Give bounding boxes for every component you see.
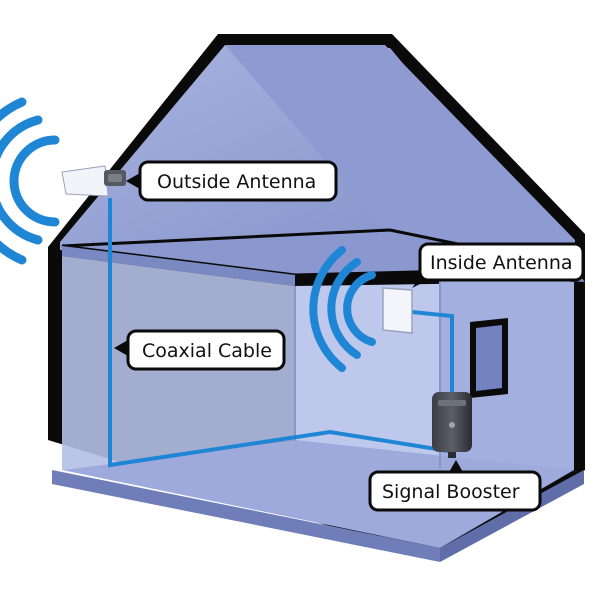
cable-run-inside-antenna — [411, 310, 454, 392]
callout-signal-booster: Signal Booster — [368, 460, 542, 512]
panel-antenna-icon — [61, 165, 126, 197]
dome-antenna-icon — [382, 287, 413, 334]
label-coaxial-cable: Coaxial Cable — [142, 340, 272, 362]
ceiling-slab-edge — [62, 246, 295, 286]
window — [470, 318, 508, 398]
cable-run-outside-to-booster — [108, 198, 456, 468]
callout-inside-antenna: Inside Antenna — [412, 242, 585, 288]
inside-signal-waves-icon — [309, 246, 376, 372]
booster-device-icon — [432, 392, 472, 458]
floor-slab-edge-right — [440, 470, 584, 562]
callout-coaxial-cable: Coaxial Cable — [114, 329, 286, 371]
label-inside-antenna: Inside Antenna — [430, 252, 573, 274]
signal-waves-icon — [0, 97, 60, 265]
label-outside-antenna: Outside Antenna — [157, 171, 316, 193]
house — [48, 34, 585, 562]
floor-slab-edge — [52, 470, 440, 562]
label-signal-booster: Signal Booster — [382, 481, 520, 503]
floor — [62, 440, 574, 548]
roof-right-slope — [225, 45, 575, 282]
coaxial-cable — [108, 198, 456, 468]
callout-outside-antenna: Outside Antenna — [126, 160, 338, 202]
